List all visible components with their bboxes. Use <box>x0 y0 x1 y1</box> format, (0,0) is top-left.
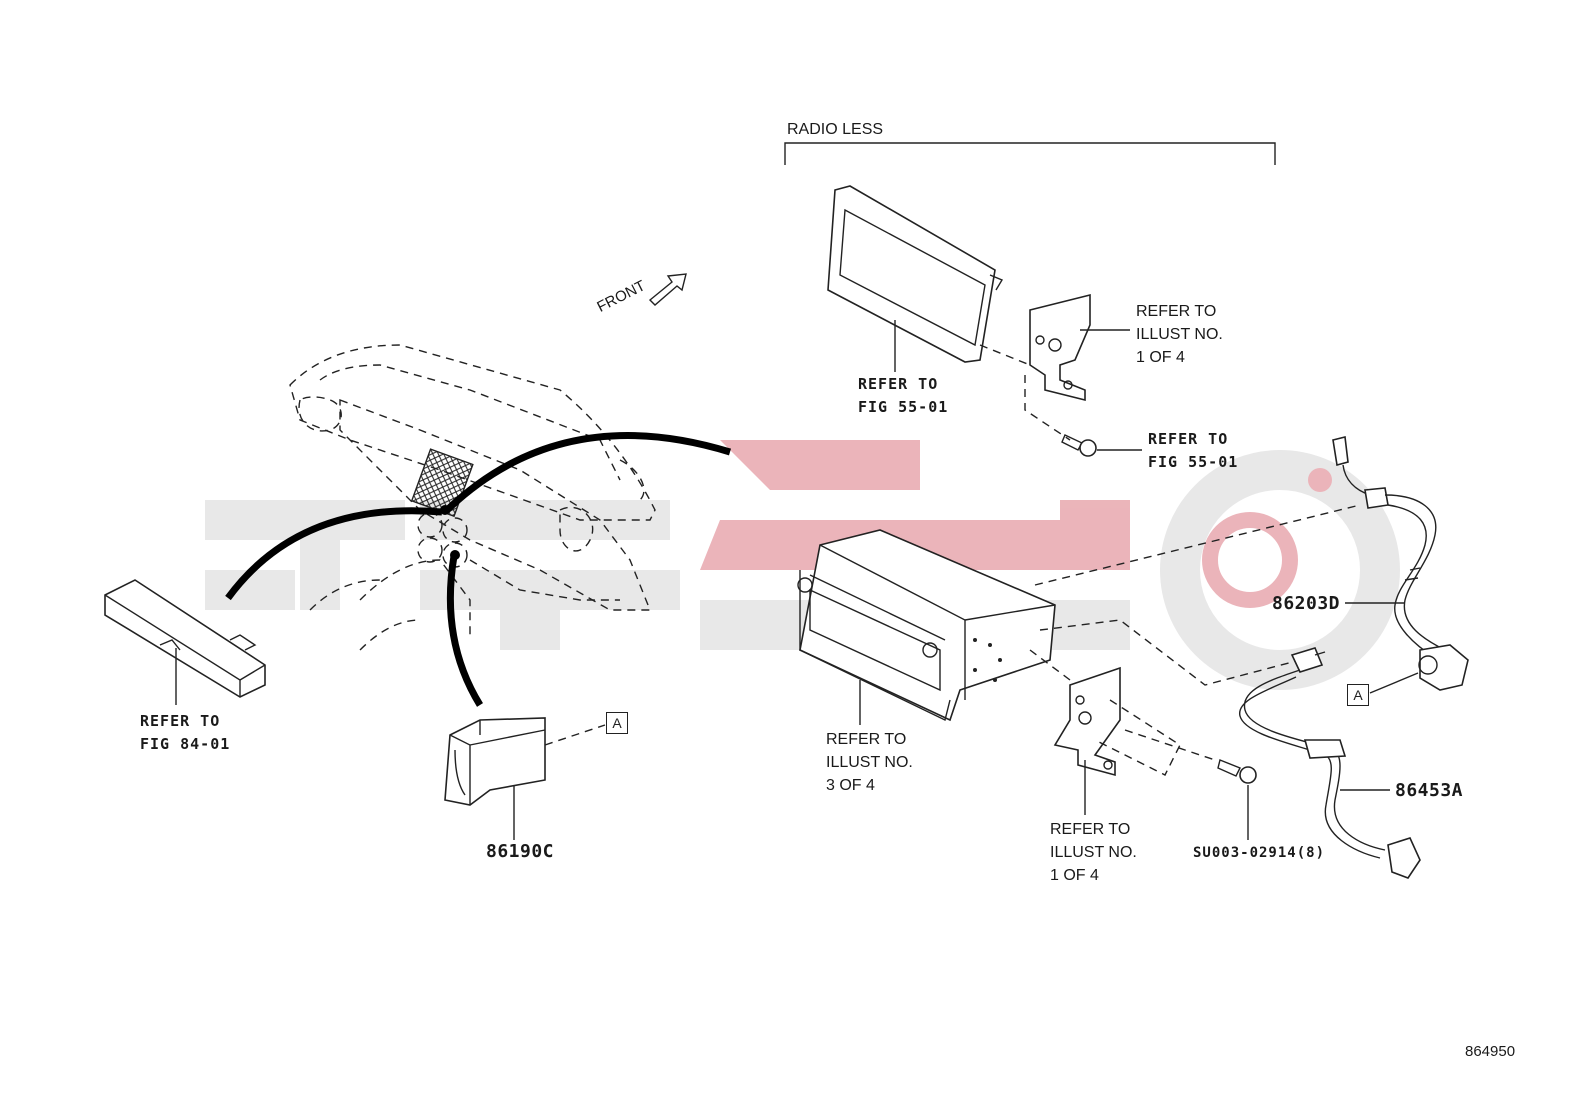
bottom-bracket-part <box>1053 666 1121 777</box>
callout-refer-illust-3: REFER TO ILLUST NO. 3 OF 4 <box>826 731 913 794</box>
top-bracket-part <box>1029 293 1091 402</box>
front-arrow-icon <box>648 273 687 306</box>
callout-refer-illust-1-bottom: REFER TO ILLUST NO. 1 OF 4 <box>1050 821 1137 884</box>
connector-ref-a-switch: A <box>606 712 628 734</box>
callout-refer-fig-55-01-panel: REFER TO FIG 55-01 <box>858 375 949 416</box>
switch-86190c-part <box>444 717 546 806</box>
part-number-screw: SU003-02914(8) <box>1193 845 1326 861</box>
screw2-dash <box>1124 729 1216 761</box>
panel-to-bracket-dash <box>979 344 1031 366</box>
leader-arc-bottom <box>446 555 483 707</box>
radio-less-panel-part <box>827 185 1004 363</box>
top-screw-part <box>1061 434 1097 457</box>
part-number-86453a: 86453A <box>1395 780 1464 801</box>
radio-less-label: RADIO LESS <box>787 121 884 138</box>
connector-ref-a-cord: A <box>1347 684 1369 706</box>
watermark-logo <box>205 440 1400 690</box>
radio-unit-part <box>797 529 1056 722</box>
callout-refer-illust-1-top: REFER TO ILLUST NO. 1 OF 4 <box>1136 303 1223 366</box>
leader-arc-left <box>225 507 443 601</box>
part-number-86190c: 86190C <box>486 841 555 862</box>
dashboard-outline <box>289 344 656 651</box>
wire-harness-part <box>1239 647 1421 879</box>
leader-a-switch <box>544 724 606 746</box>
figure-code: 864950 <box>1465 1043 1516 1060</box>
callout-refer-fig-55-01-screw: REFER TO FIG 55-01 <box>1148 430 1239 471</box>
antenna-cord-part <box>1332 436 1469 691</box>
leader-arc-top <box>442 432 732 515</box>
bracket-to-screw-dash <box>1024 375 1071 441</box>
switch-housing-part <box>104 579 266 698</box>
bottom-screw-part <box>1217 759 1257 784</box>
radio-less-bracket <box>784 142 1276 165</box>
part-number-86203d: 86203D <box>1272 593 1341 614</box>
bracket-to-screw2-dash <box>1094 699 1181 776</box>
callout-refer-fig-84-01: REFER TO FIG 84-01 <box>140 712 231 753</box>
leader-a-cord <box>1369 672 1419 694</box>
